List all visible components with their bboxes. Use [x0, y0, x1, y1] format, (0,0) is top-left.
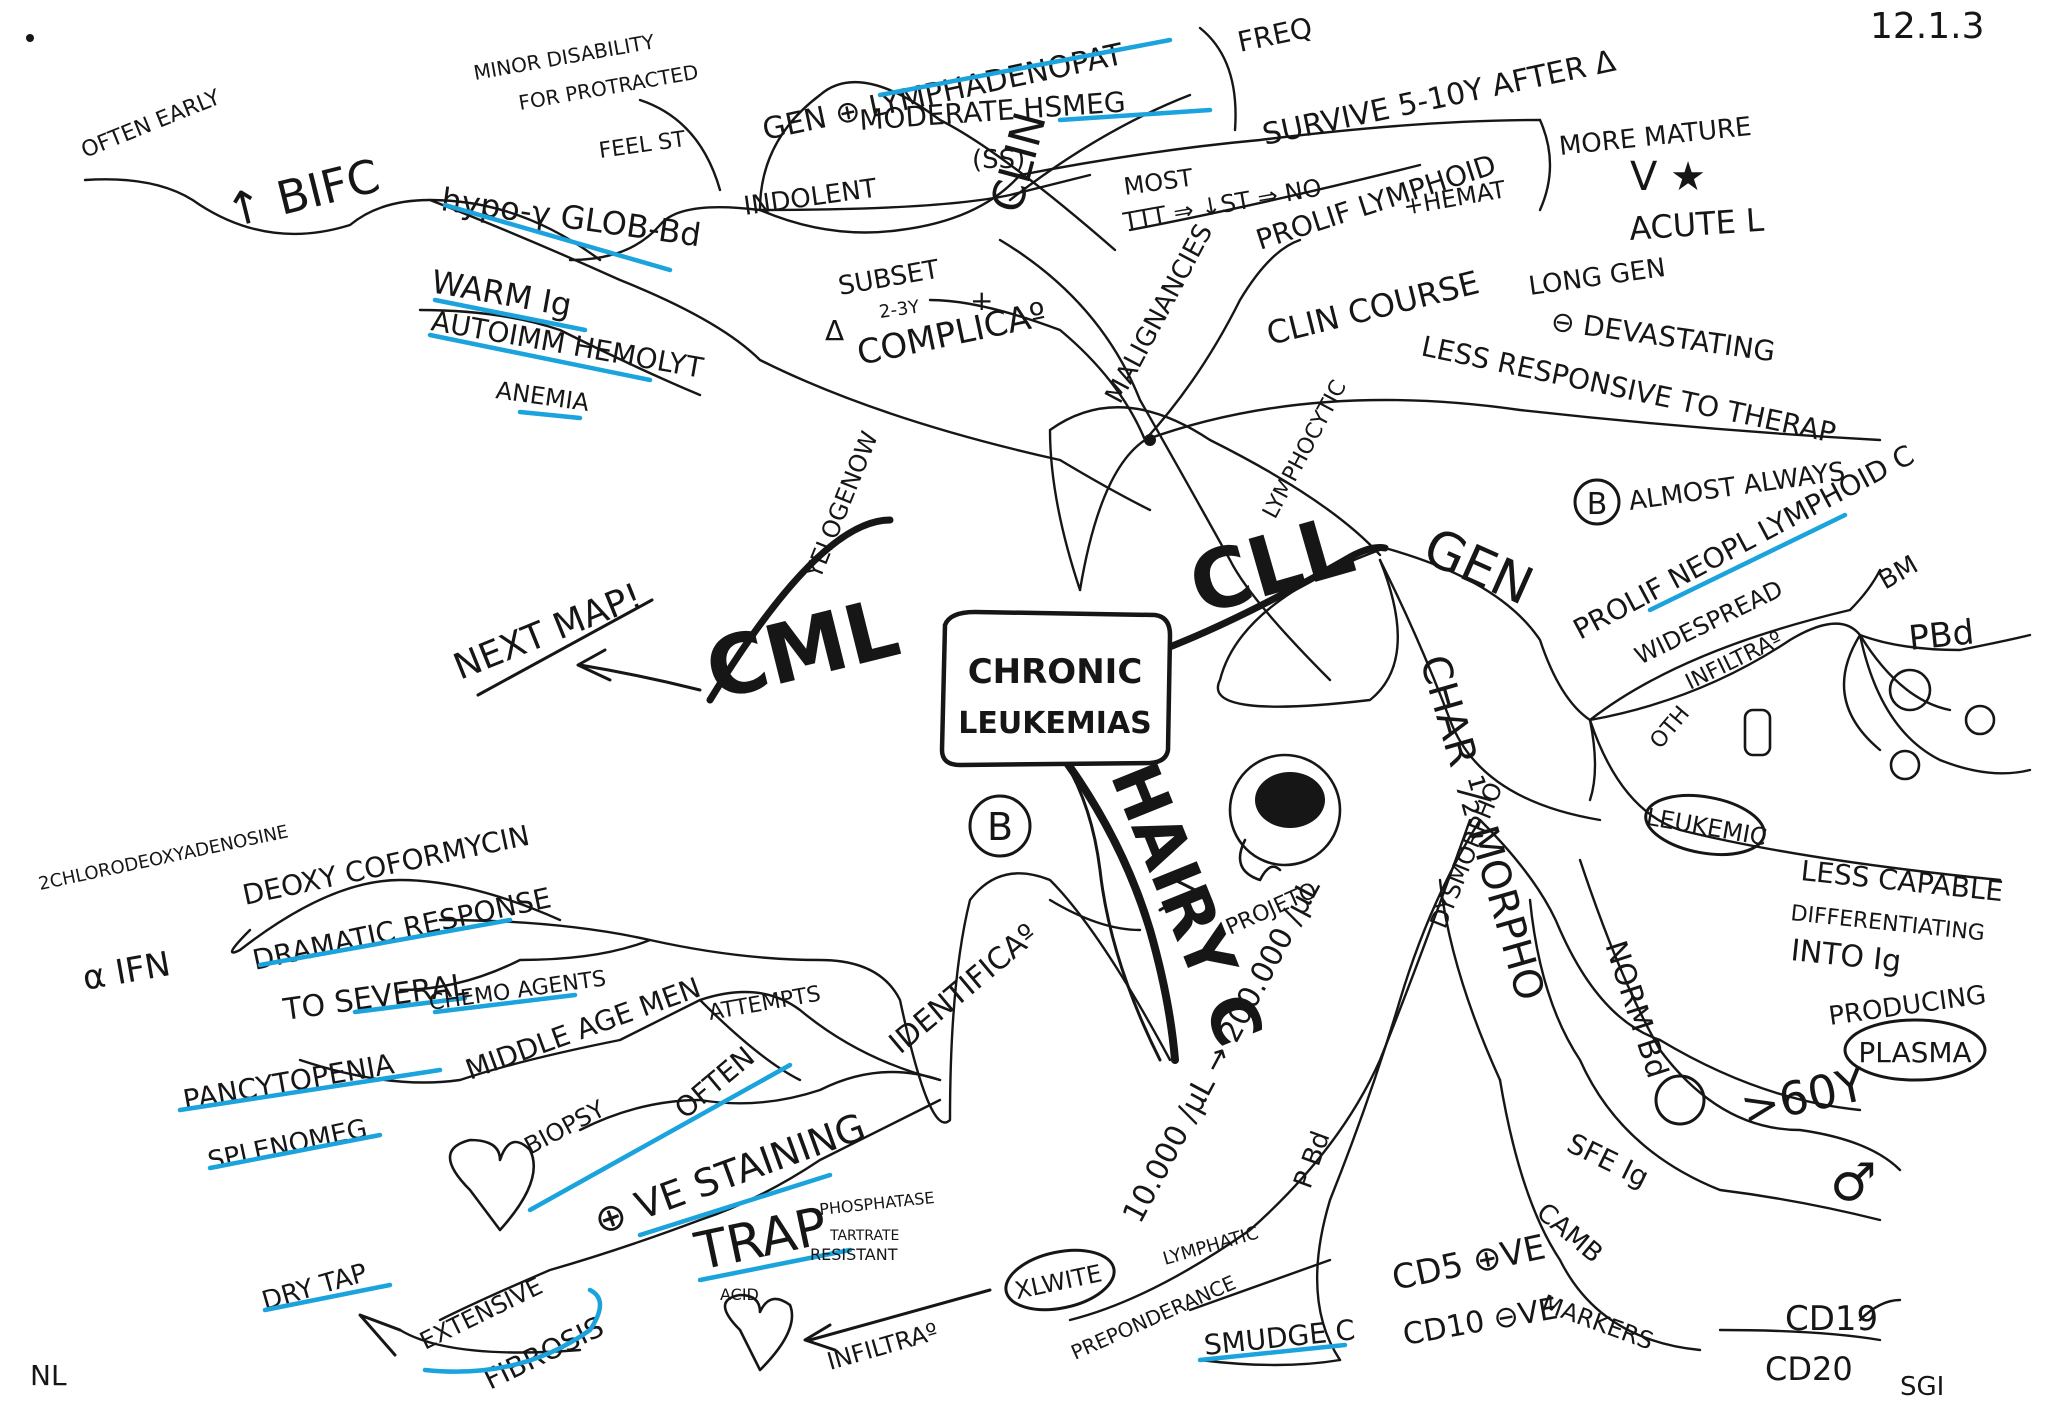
author-left-label: NL: [30, 1359, 67, 1392]
cd10-label: CD10 ⊖VE: [1400, 1291, 1560, 1353]
heart-doodle-2: [723, 1293, 794, 1372]
corner-dot: [26, 34, 34, 42]
producing-label: PRODUCING: [1827, 980, 1988, 1032]
acute-l-label: ACUTE L: [1628, 201, 1765, 248]
sfe-ig-label: SFE Ig: [1562, 1127, 1654, 1195]
identifica-label: IDENTIFICAº: [883, 917, 1045, 1061]
anemia-label: ANEMIA: [494, 376, 591, 417]
doodles: [448, 668, 1996, 1372]
plus-label: +: [970, 284, 993, 317]
cd19-label: CD19: [1785, 1299, 1878, 1339]
hairy-cell-section: PROJETO IDENTIFICAº α IFN DEOXY COFORMYC…: [37, 819, 1321, 1397]
most-label: MOST: [1122, 163, 1195, 200]
branch-hairy-thick: [1046, 736, 1179, 1064]
into-ig-label: INTO Ig: [1789, 933, 1903, 979]
bifc-label: ↑ BIFC: [220, 148, 385, 238]
subset-label: SUBSET: [836, 255, 942, 302]
attempts-label: ATTEMPTS: [707, 982, 823, 1026]
feel-st-label: FEEL ST: [597, 127, 687, 164]
b-circle-label: B: [1587, 487, 1608, 522]
smudge-label: SMUDGE C: [1202, 1313, 1356, 1362]
leukemic-label: LEUKEMIC: [1644, 803, 1769, 852]
v-star-label: V ★: [1630, 154, 1706, 200]
author-right-label: SGI: [1900, 1372, 1944, 1402]
center-node[interactable]: CHRONIC LEUKEMIAS: [939, 609, 1173, 768]
infiltra-bottom-label: INFILTRAº: [824, 1317, 941, 1375]
acid-label: ACID: [720, 1285, 759, 1304]
not-devastating-label: ⊖ DEVASTATING: [1549, 304, 1777, 368]
hairy-cell-doodle: [1228, 753, 1342, 867]
resistant-label: RESISTANT: [810, 1245, 898, 1264]
bm-label: BM: [1874, 550, 1924, 596]
delta-label: Δ: [825, 314, 844, 347]
center-title-line2: LEUKEMIAS: [958, 706, 1152, 741]
freq-label: FREQ: [1235, 11, 1316, 59]
center-box: [939, 609, 1173, 768]
main-labels: CML YELOGENOW NEXT MAP! CLL LYMPHOCYTIC …: [448, 376, 1364, 1056]
phosphatase-label: PHOSPHATASE: [818, 1188, 935, 1219]
male-symbol-label: ♂: [1830, 1153, 1877, 1213]
often-early-label: OFTEN EARLY: [78, 85, 225, 164]
cml-subtitle: YELOGENOW: [799, 428, 884, 584]
date-label: 12.1.3: [1870, 6, 1985, 47]
cml-label[interactable]: CML: [697, 580, 908, 719]
plasma-label: PLASMA: [1858, 1036, 1971, 1069]
oth-label: OTH: [1645, 702, 1695, 754]
pbd-label: PBd: [1907, 612, 1976, 659]
cd20-label: CD20: [1765, 1350, 1853, 1388]
malignancies-label: MALIGNANCIES: [1100, 219, 1219, 408]
less-capable-label: LESS CAPABLE: [1799, 854, 2005, 908]
ss-label: (SS): [972, 145, 1025, 175]
cd5-label: CD5 ⊕VE: [1389, 1227, 1550, 1298]
heart-doodle: [448, 1138, 535, 1232]
hairy-b-badge: B: [987, 805, 1013, 849]
alpha-ifn-label: α IFN: [80, 944, 174, 999]
corner-meta: 12.1.3 NL SGI: [26, 6, 1985, 1402]
norm-bd-label: NORM Bd: [1597, 937, 1674, 1083]
branch-cll-thick: [1158, 544, 1389, 654]
often-label: OFTEN: [668, 1040, 761, 1125]
center-title-line1: CHRONIC: [968, 652, 1143, 692]
gt60-label: >60Y: [1736, 1057, 1871, 1136]
tartrate-label: TARTRATE: [829, 1228, 899, 1244]
cll-clinical-section: CLIN INDOLENT GEN ⊕ LYMPHADENOPAT MODERA…: [78, 11, 1839, 450]
junction-dot: [1144, 434, 1156, 446]
years-label: 2-3Y: [878, 296, 922, 323]
branch-cml-thick: [706, 516, 894, 704]
splenomeg-label: SPLENOMEG: [205, 1114, 370, 1177]
pbd2-label: P Bd: [1288, 1127, 1336, 1192]
lymphatic-label: LYMPHATIC: [1161, 1223, 1261, 1270]
long-gen-label: LONG GEN: [1527, 253, 1668, 302]
biopsy-label: BIOPSY: [520, 1095, 610, 1161]
gen-label: GEN: [1415, 517, 1542, 617]
branch-lines: [83, 26, 2032, 1367]
